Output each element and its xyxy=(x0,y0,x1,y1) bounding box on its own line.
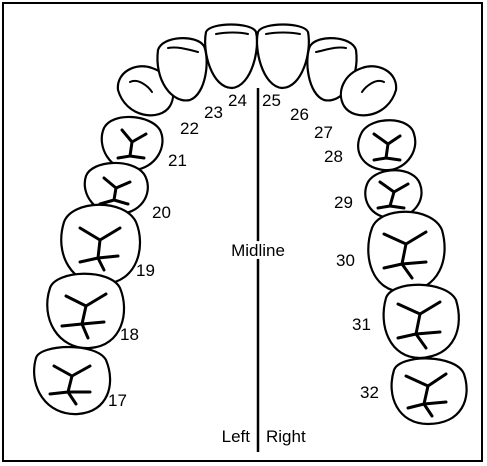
tooth-label: 24 xyxy=(228,91,247,110)
tooth-17 xyxy=(34,347,110,414)
tooth-28 xyxy=(358,120,415,170)
tooth-label: 32 xyxy=(360,383,379,402)
left-label: Left xyxy=(222,427,251,446)
tooth-label: 17 xyxy=(108,391,127,410)
tooth-label: 26 xyxy=(290,105,309,124)
tooth-29 xyxy=(365,170,421,218)
tooth-24 xyxy=(205,25,257,89)
tooth-label: 30 xyxy=(336,251,355,270)
tooth-label: 27 xyxy=(314,123,333,142)
tooth-32 xyxy=(392,358,467,424)
tooth-label: 22 xyxy=(180,119,199,138)
right-label: Right xyxy=(266,427,306,446)
tooth-label: 19 xyxy=(136,261,155,280)
tooth-label: 28 xyxy=(324,147,343,166)
tooth-label: 23 xyxy=(204,103,223,122)
tooth-label: 21 xyxy=(168,151,187,170)
tooth-label: 25 xyxy=(262,91,281,110)
tooth-31 xyxy=(384,285,459,358)
tooth-18 xyxy=(47,274,124,348)
tooth-25 xyxy=(257,25,309,89)
tooth-19 xyxy=(61,205,140,284)
tooth-label: 29 xyxy=(334,193,353,212)
tooth-label: 18 xyxy=(120,325,139,344)
tooth-30 xyxy=(368,212,444,292)
tooth-label: 31 xyxy=(352,315,371,334)
tooth-label: 20 xyxy=(152,203,171,222)
midline-label: Midline xyxy=(231,241,285,260)
